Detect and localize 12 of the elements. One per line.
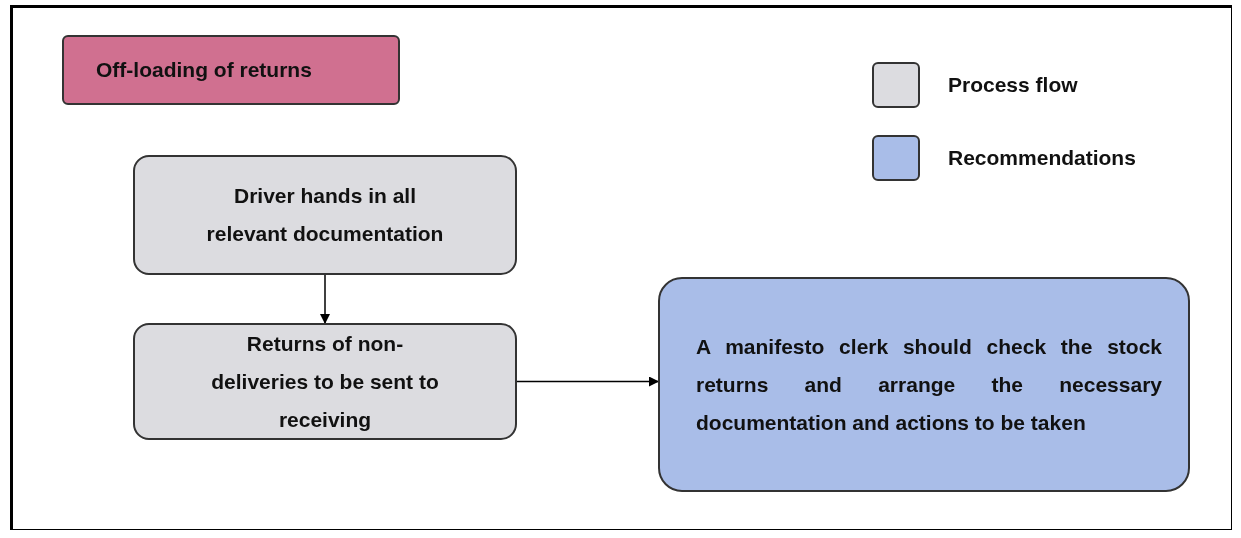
arrow bbox=[516, 376, 659, 387]
box-text: Driver hands in all relevant documentation bbox=[205, 183, 445, 247]
box-text: A manifesto clerk should check the stock returns and arrange the necessary documentation and actions to be taken bbox=[696, 333, 1162, 436]
legend-label: Recommendations bbox=[948, 145, 1136, 172]
heading-box bbox=[62, 35, 400, 105]
recommendation-box bbox=[658, 277, 1190, 492]
process-box bbox=[133, 155, 517, 275]
box-text: Off-loading of returns bbox=[96, 57, 313, 83]
legend-label: Process flow bbox=[948, 72, 1078, 99]
process-box bbox=[133, 323, 517, 440]
box-text: Returns of non-deliveries to be sent to receiving bbox=[210, 330, 440, 433]
arrow bbox=[320, 274, 330, 324]
